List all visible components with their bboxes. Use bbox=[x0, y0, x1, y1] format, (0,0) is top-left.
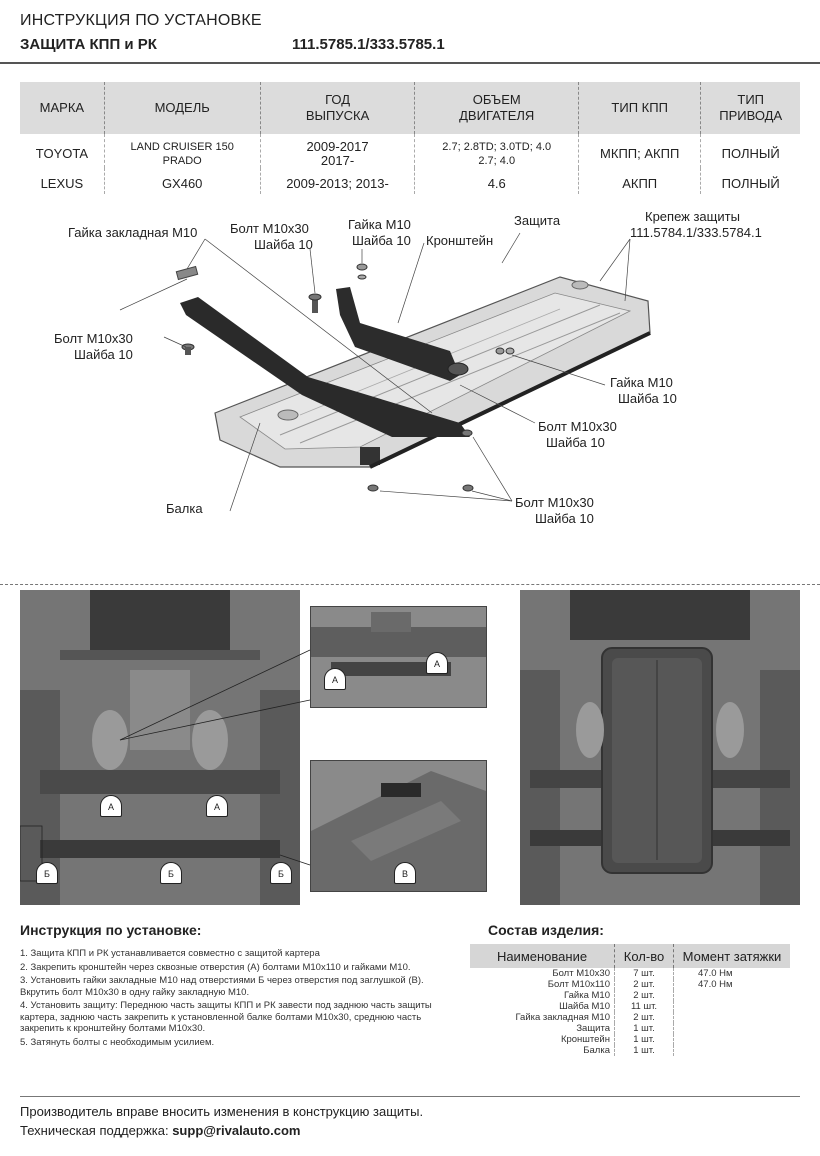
brand-cell: TOYOTA bbox=[20, 134, 105, 168]
drive-cell: ПОЛНЫЙ bbox=[721, 146, 780, 161]
label-bolt-top: Болт М10х30 bbox=[230, 221, 309, 236]
product-code: 111.5785.1/333.5785.1 bbox=[292, 36, 445, 53]
bracket-sleeve bbox=[447, 362, 469, 376]
footer-rule bbox=[20, 1096, 800, 1097]
drive-cell: ПОЛНЫЙ bbox=[721, 176, 780, 191]
header-torque: Момент затяжки bbox=[673, 944, 790, 968]
nut-icon bbox=[356, 263, 368, 280]
instructions-list: 1. Защита КПП и РК устанавливается совме… bbox=[20, 948, 460, 1050]
marker-a: A bbox=[206, 795, 228, 817]
shield-hole bbox=[277, 409, 299, 421]
leader-lines bbox=[119, 232, 631, 512]
embedded-nut bbox=[175, 265, 199, 281]
label-bolt-left: Болт М10х30 bbox=[54, 331, 133, 346]
label-shield: Защита bbox=[514, 213, 561, 228]
label-washer-mid: Шайба 10 bbox=[546, 435, 605, 450]
instructions-title: Инструкция по установке: bbox=[20, 922, 202, 938]
marker-b: Б bbox=[270, 862, 292, 884]
support-label: Техническая поддержка: bbox=[20, 1123, 173, 1138]
label-washer-bottom: Шайба 10 bbox=[535, 511, 594, 526]
exploded-assembly-diagram: Гайка закладная М10 Болт М10х30 Шайба 10… bbox=[54, 209, 762, 526]
bolt-icon bbox=[462, 484, 474, 492]
list-item: 2. Закрепить кронштейн через сквозные от… bbox=[20, 961, 411, 973]
product-name: ЗАЩИТА КПП и РК bbox=[20, 36, 157, 53]
header-model: МОДЕЛЬ bbox=[104, 82, 261, 134]
detail-photo-bracket bbox=[310, 606, 487, 708]
support-line: Техническая поддержка: supp@rivalauto.co… bbox=[20, 1123, 300, 1138]
label-mount: Крепеж защиты bbox=[645, 209, 740, 224]
beam bbox=[180, 297, 470, 437]
list-item: 5. Затянуть болты с необходимым усилием. bbox=[20, 1036, 215, 1048]
label-nut-top: Гайка М10 bbox=[348, 217, 411, 232]
bolt-icon bbox=[308, 293, 322, 313]
gearbox-cell: АКПП bbox=[578, 168, 702, 194]
marker-a: A bbox=[324, 668, 346, 690]
bolt-icon bbox=[181, 343, 195, 355]
parts-table: Наименование Кол-во Момент затяжки Болт … bbox=[470, 944, 790, 1056]
nut-icon bbox=[495, 347, 515, 355]
label-beam: Балка bbox=[166, 501, 203, 516]
label-embedded-nut: Гайка закладная М10 bbox=[68, 225, 197, 240]
list-item: 3. Установить гайки закладные М10 над от… bbox=[20, 975, 424, 998]
bolt-icon bbox=[461, 429, 473, 437]
table-row: LEXUS GX460 2009-2013; 2013- 4.6 АКПП ПО… bbox=[20, 168, 800, 194]
marker-b: Б bbox=[36, 862, 58, 884]
support-email: supp@rivalauto.com bbox=[172, 1123, 301, 1138]
list-item: 4. Установить защиту: Переднюю часть защ… bbox=[20, 1000, 432, 1034]
label-bolt-bottom: Болт М10х30 bbox=[515, 495, 594, 510]
photo-callout-lines bbox=[20, 649, 311, 882]
engine-cell: 4.6 bbox=[414, 168, 579, 194]
disclaimer: Производитель вправе вносить изменения в… bbox=[20, 1104, 424, 1119]
section-divider bbox=[0, 584, 820, 585]
underbody-photo-after bbox=[520, 590, 800, 905]
model-cell: GX460 bbox=[104, 168, 261, 194]
header-rule bbox=[0, 62, 820, 64]
header-brand: МАРКА bbox=[20, 82, 105, 134]
shield-rear-edge bbox=[360, 447, 380, 465]
marker-b: Б bbox=[160, 862, 182, 884]
header-qty: Кол-во bbox=[614, 944, 674, 968]
label-bolt-mid: Болт М10х30 bbox=[538, 419, 617, 434]
label-bracket: Кронштейн bbox=[426, 233, 493, 248]
marker-a: A bbox=[100, 795, 122, 817]
label-washer-right: Шайба 10 bbox=[618, 391, 677, 406]
year-cell: 2009-2013; 2013- bbox=[260, 168, 416, 194]
label-mount-code: 111.5784.1/333.5784.1 bbox=[630, 225, 762, 240]
underbody-photo-before bbox=[20, 590, 300, 905]
label-washer-top: Шайба 10 bbox=[254, 237, 313, 252]
brand-cell: LEXUS bbox=[20, 168, 105, 194]
shield-hole bbox=[571, 280, 589, 290]
marker-v: В bbox=[394, 862, 416, 884]
marker-a: A bbox=[426, 652, 448, 674]
header-gearbox: ТИП КПП bbox=[578, 82, 702, 134]
list-item: 1. Защита КПП и РК устанавливается совме… bbox=[20, 948, 320, 959]
parts-title: Состав изделия: bbox=[488, 922, 604, 938]
bolt-icon bbox=[367, 484, 379, 492]
parts-header-row: Наименование Кол-во Момент затяжки bbox=[470, 944, 790, 968]
label-washer-top-2: Шайба 10 bbox=[352, 233, 411, 248]
document-title: ИНСТРУКЦИЯ ПО УСТАНОВКЕ bbox=[20, 12, 262, 29]
header-name: Наименование bbox=[470, 944, 615, 968]
label-nut-right: Гайка М10 bbox=[610, 375, 673, 390]
label-washer-left: Шайба 10 bbox=[74, 347, 133, 362]
gearbox-cell: МКПП; АКПП bbox=[578, 134, 702, 168]
bracket bbox=[336, 287, 460, 381]
